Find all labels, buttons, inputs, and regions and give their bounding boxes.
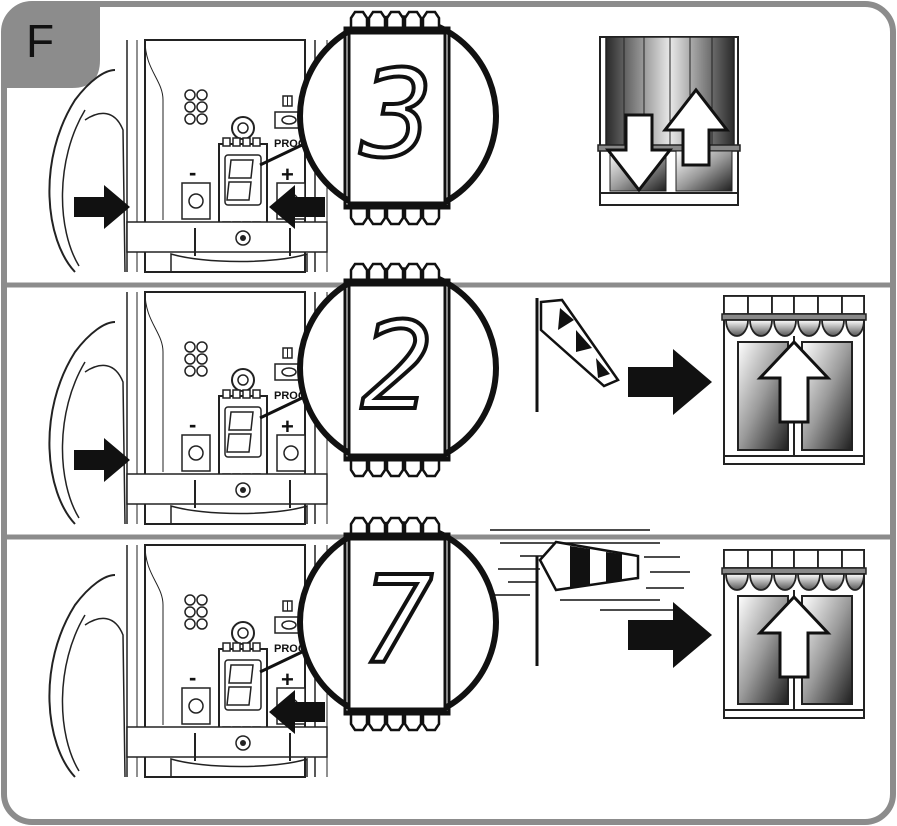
display-digit: 3	[359, 46, 433, 185]
minus-label: -	[189, 412, 196, 437]
prog-label: PROG	[274, 643, 306, 655]
windsock-light-wind-icon	[535, 298, 620, 412]
plus-label: +	[281, 667, 294, 692]
awning-up-down-icon	[597, 36, 741, 206]
plus-label: +	[281, 414, 294, 439]
panel-tab	[4, 4, 100, 88]
press-minus-arrow	[74, 185, 130, 229]
panel-label: F	[26, 15, 55, 67]
step-1: PROG + - 3	[48, 10, 741, 273]
step-3: PROG + - 7	[48, 516, 867, 778]
result-arrow	[628, 349, 712, 415]
display-digit: 7	[361, 552, 433, 691]
magnified-display: 2	[343, 262, 451, 478]
display-digit: 2	[361, 298, 433, 437]
magnified-display: 7	[343, 516, 451, 732]
controller-board: PROG + -	[48, 291, 329, 525]
step-2: PROG + - 2	[48, 262, 867, 525]
minus-label: -	[189, 160, 196, 185]
press-minus-arrow	[74, 438, 130, 482]
plus-label: +	[281, 162, 294, 187]
magnified-display: 3	[343, 10, 451, 226]
minus-label: -	[189, 665, 196, 690]
controller-board: PROG + -	[48, 544, 329, 778]
windsock-strong-wind-icon	[490, 529, 690, 666]
result-arrow	[628, 602, 712, 668]
